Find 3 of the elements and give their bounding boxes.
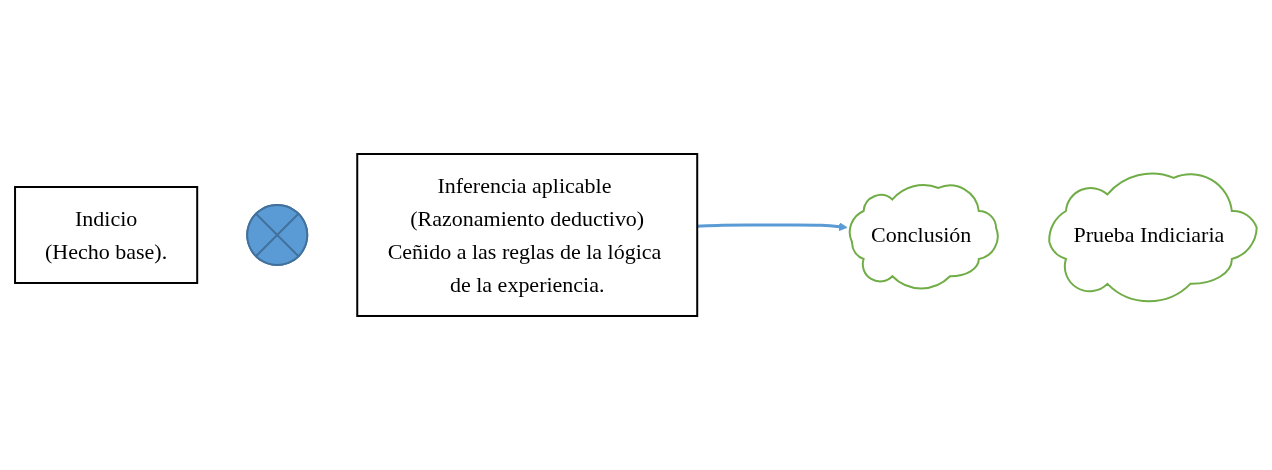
node-box: Indicio (Hecho base). <box>14 186 199 284</box>
arrow <box>697 222 848 232</box>
node-box: Inferencia aplicable (Razonamiento deductivo) Ceñido a las reglas de la lógica de la experiencia. <box>356 153 699 317</box>
